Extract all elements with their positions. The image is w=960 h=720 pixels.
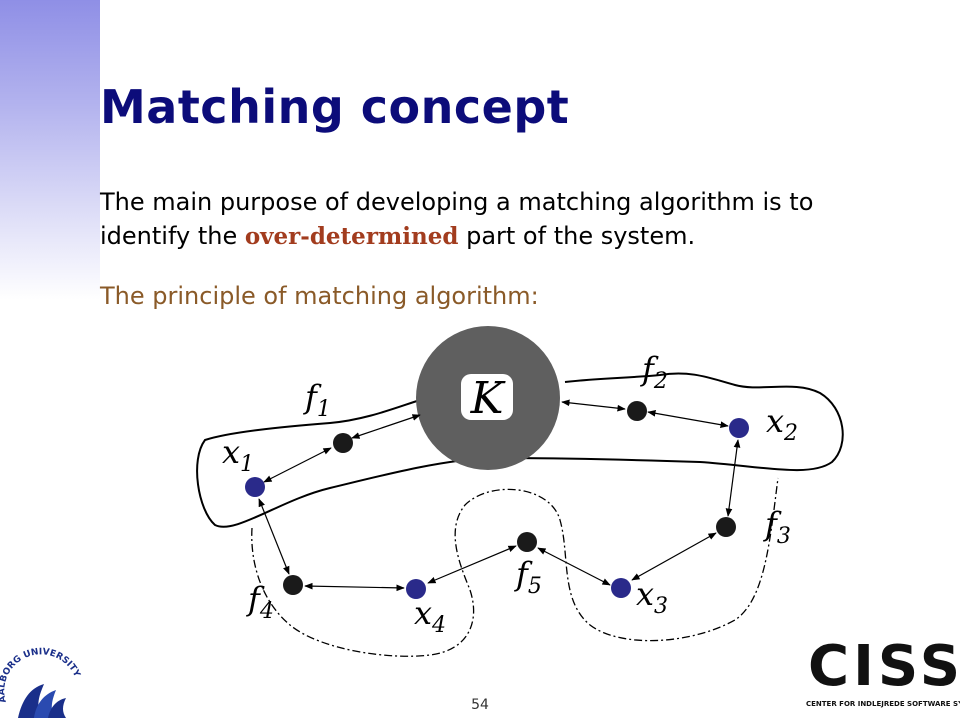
node-x2 [729,418,749,438]
label-f1: f1 [303,378,331,422]
edge-x4-f4 [304,582,405,592]
ciss-logo: CISS CENTER FOR INDLEJREDE SOFTWARE SYST… [800,636,960,720]
side-gradient-band [0,0,100,300]
principle-heading: The principle of matching algorithm: [100,282,539,310]
label-x2: x2 [766,402,798,446]
label-x1: x1 [222,433,254,477]
center-label-box [461,374,513,420]
center-label: K [470,373,506,424]
intro-paragraph: The main purpose of developing a matchin… [100,185,900,254]
edge-f4-x1 [258,498,290,575]
node-f2 [627,401,647,421]
node-f1 [333,433,353,453]
node-x3 [611,578,631,598]
intro-emphasis: over-determined [244,223,459,250]
label-f5: f5 [514,555,542,599]
edge-x3-f5 [537,547,611,586]
node-f5 [517,532,537,552]
intro-text-start: The main purpose of developing a matchin… [100,188,814,250]
dashdot-contour [251,477,779,657]
solid-contour [196,372,844,528]
node-f4 [283,575,303,595]
page-number: 54 [471,697,489,713]
edge-f3-x3 [631,532,717,581]
edge-f5-x4 [427,545,517,584]
aau-logo: AALBORG UNIVERSITY [0,647,82,718]
label-x4: x4 [414,594,446,638]
intro-text-end: part of the system. [458,222,696,250]
ciss-logo-subtitle: CENTER FOR INDLEJREDE SOFTWARE SYSTEMER [806,700,960,708]
label-f2: f2 [640,350,668,394]
svg-text:AALBORG UNIVERSITY: AALBORG UNIVERSITY [0,647,82,703]
node-x1 [245,477,265,497]
edge-x1-f1 [263,447,332,483]
node-f3 [716,517,736,537]
edge-k-f2 [561,399,626,412]
label-f4: f4 [246,580,274,624]
ciss-logo-text: CISS [808,634,960,699]
edge-f2-x2 [647,409,729,429]
slide-title: Matching concept [100,80,570,134]
label-x3: x3 [636,575,668,619]
edge-x2-f3 [725,439,741,517]
edges [258,399,741,592]
label-f3: f3 [763,505,791,549]
node-x4 [406,579,426,599]
edge-f1-k [351,414,421,439]
